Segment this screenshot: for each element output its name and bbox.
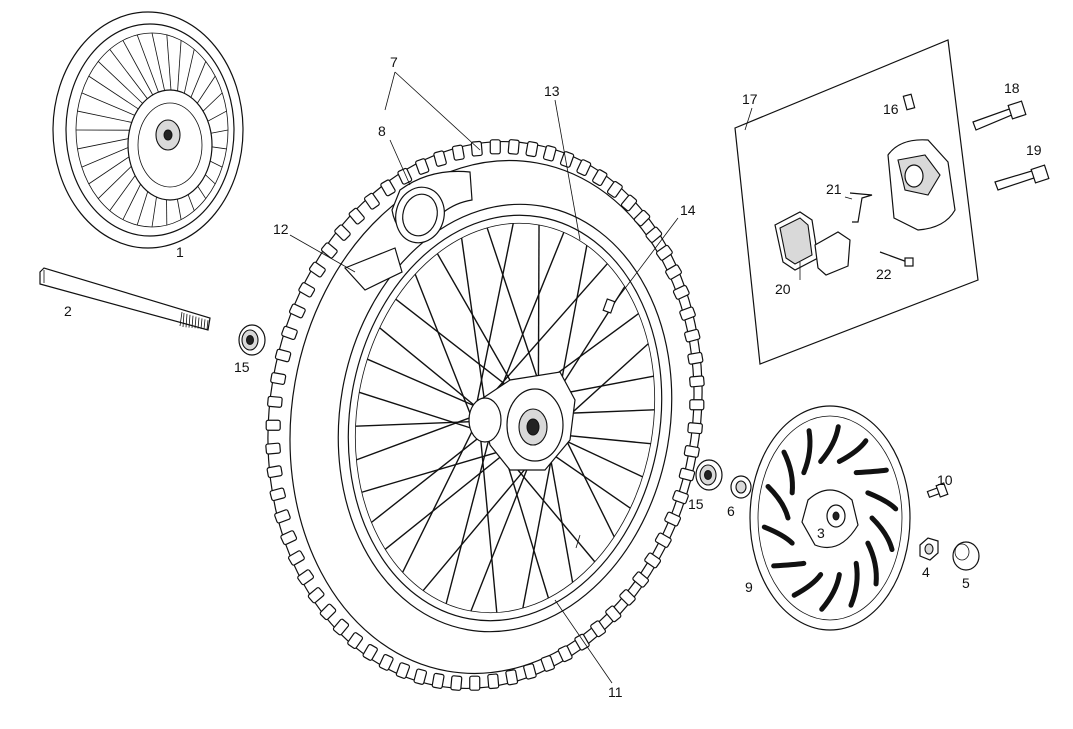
callout-14: 14 — [680, 202, 696, 218]
callout-19: 19 — [1026, 142, 1042, 158]
pad-spring — [850, 193, 872, 222]
callout-7: 7 — [390, 54, 398, 70]
callout-17: 17 — [742, 91, 758, 107]
brake-pads — [775, 212, 850, 275]
axle-cap — [953, 542, 979, 570]
callout-6: 6 — [727, 503, 735, 519]
callout-20: 20 — [775, 281, 791, 297]
brake-disc — [750, 406, 910, 630]
callout-5: 5 — [962, 575, 970, 591]
callout-18: 18 — [1004, 80, 1020, 96]
spacer — [731, 476, 751, 498]
callout-15-right: 15 — [688, 496, 704, 512]
callout-15-left: 15 — [234, 359, 250, 375]
callout-10: 10 — [937, 472, 953, 488]
right-wheel-bearing — [696, 460, 722, 490]
callout-4: 4 — [922, 564, 930, 580]
callout-12: 12 — [273, 221, 289, 237]
left-wheel-bearing — [239, 325, 265, 355]
callout-3: 3 — [817, 525, 825, 541]
pad-pin — [880, 252, 913, 266]
callout-11: 11 — [608, 684, 623, 700]
callout-2: 2 — [64, 303, 72, 319]
callout-22: 22 — [876, 266, 892, 282]
callout-13: 13 — [544, 83, 560, 99]
assembled-wheel-thumbnail — [53, 12, 243, 248]
caliper-bleed-screw — [903, 94, 914, 110]
callout-9: 9 — [745, 579, 753, 595]
callout-16: 16 — [883, 101, 899, 117]
brake-caliper — [888, 140, 955, 230]
callout-21: 21 — [826, 181, 842, 197]
callout-8: 8 — [378, 123, 386, 139]
callout-1: 1 — [176, 244, 184, 260]
axle-shaft — [40, 268, 210, 330]
axle-nut — [920, 538, 938, 560]
